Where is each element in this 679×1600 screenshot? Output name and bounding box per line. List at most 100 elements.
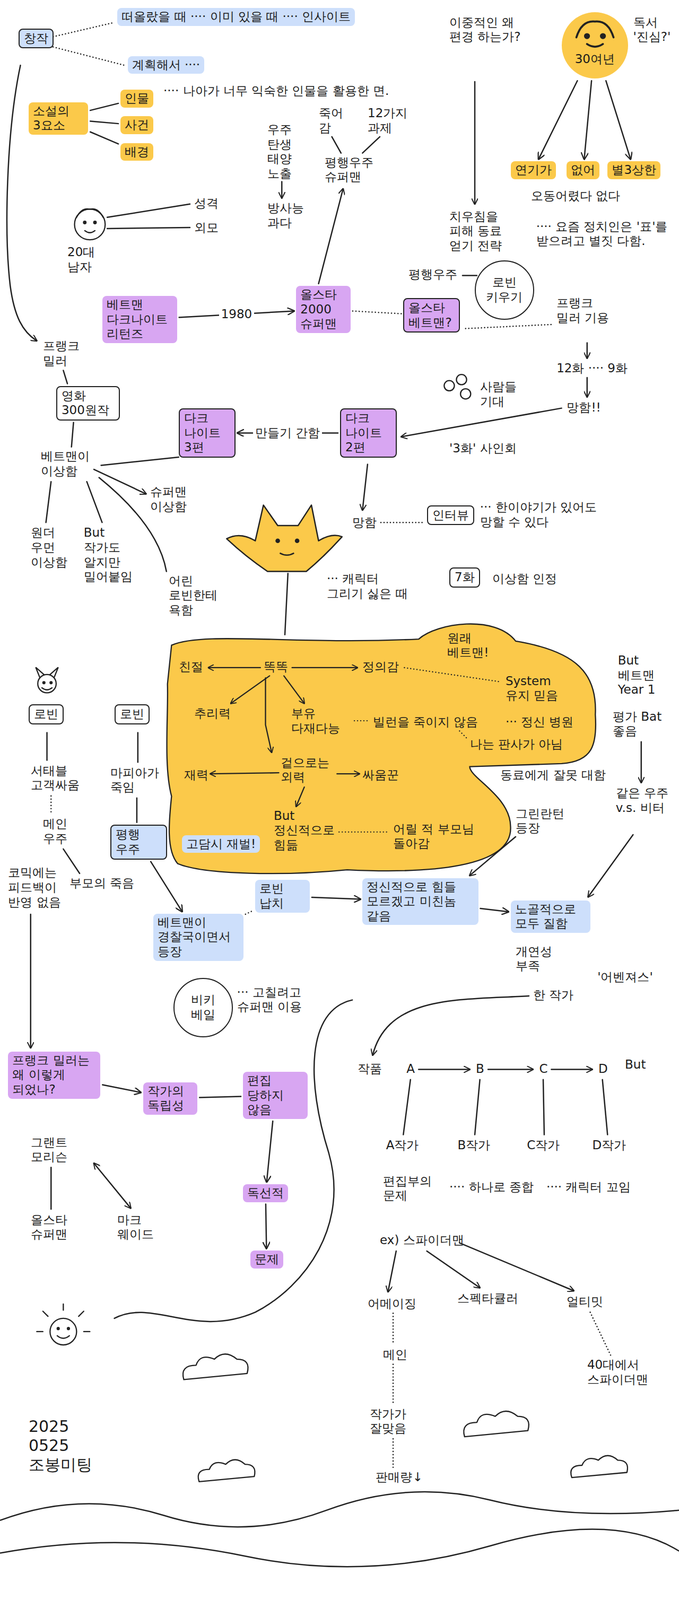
leader-line [459,1243,574,1292]
batman-icon [279,553,294,556]
node-label: 비키 베일 [181,993,225,1023]
note-label: 마피아가 죽임 [110,765,164,796]
leader-line [71,422,74,448]
text-slot: 12화 ···· 9화 [556,361,628,377]
highlight-box: 정신적으로 힘들 모르겠고 미친놈 같음 [362,878,478,926]
region-text: 원래 베트맨! [447,631,504,661]
text-slot: 개연성 부족 [515,944,557,974]
leader-line [474,1080,481,1136]
leader-line [588,834,634,898]
highlight-box: 떠올랐을 때 ···· 이미 있을 때 ···· 인사이트 [117,7,355,26]
face-sketch [93,221,97,224]
text-slot: 어메이징 [367,1296,417,1312]
face-sketch [561,12,629,79]
leader-line [46,481,52,523]
highlight-box: 독선적 [242,1184,289,1203]
note-label: C [538,1061,548,1077]
outlined-box: 창작 [18,28,54,49]
face-sketch [37,674,57,694]
note-label: ··· 고칠려고 슈퍼맨 이용 [237,985,319,1015]
note-label: ··· 캐릭터 그리기 싫은 때 [326,571,409,602]
note-label: 12가지 과제 [367,106,409,136]
sun-sketch [57,1327,60,1330]
note-label: A작가 [386,1138,420,1154]
mountain-sketch [0,1492,679,1568]
node-label: 노골적으로 모두 질함 [515,902,587,932]
note-label: 메인 [382,1347,408,1363]
connector [311,897,361,900]
face-node: 30여년 [561,12,629,79]
face-sketch [49,667,58,678]
region-text: 겉으로는 외력 [280,755,337,786]
cloud-sketch [198,1459,256,1482]
text-slot: 40대에서 스파이더맨 [587,1358,654,1388]
note-label: 외모 [194,220,219,236]
node-label: 영화 300원작 [61,388,115,419]
note-label: 망함 [352,515,377,531]
highlight-box: 올스타 2000 슈퍼맨 [296,285,351,334]
region-text: 어릴 적 부모님 돌아감 [393,822,485,852]
leader-line [107,204,190,218]
node-label: 없어 [570,162,596,178]
note-label: 우주 탄생 태양 노출 [267,122,297,181]
note-label: 얼티밋 [566,1294,604,1310]
leader-line [427,1251,481,1288]
connector [480,908,509,912]
note-label: 40대에서 스파이더맨 [587,1358,654,1388]
cloud-sketch [570,1456,628,1478]
blob-arrow [208,667,502,833]
highlight-box: 사건 [120,116,154,135]
note-label: D작가 [592,1138,627,1154]
connector [245,910,254,915]
node-label: 독선적 [247,1186,284,1201]
leader-line [63,849,80,874]
leader-line [474,81,476,205]
text-slot: ···· 캐릭터 꼬임 [546,1180,631,1196]
node-label: 사건 [124,117,150,133]
region-text: 추리력 [194,706,231,722]
outlined-box: 다크 나이트 3편 [178,408,236,458]
text-slot: C [538,1061,548,1077]
highlight-region: 친절똑똑정의감원래 베트맨!System 유지 믿음추리력부유 다재다능빌런을 … [163,612,598,877]
text-slot: 그린란턴 등장 [515,806,567,837]
highlight-box: 베트맨이 경찰국이면서 등장 [153,913,244,962]
note-label: 베트맨이 이상함 [40,449,98,479]
leader-line [380,521,423,524]
region-text: 똑똑 [263,659,289,675]
face-sketch [444,380,455,391]
note-label: 부모의 죽음 [69,876,135,892]
note-label: But [624,1057,646,1073]
note-label: 판매량↓ [375,1470,423,1486]
text-slot: 그랜트 모리슨 [30,1135,77,1165]
text-slot: ··· 캐릭터 그리기 싫은 때 [326,571,409,602]
leader-line [63,370,68,384]
outlined-box: 올스타 베트맨? [403,298,460,333]
text-slot: 어릴 적 부모님 돌아감 [393,822,485,852]
text-slot: But 작가도 알지만 밀어붙임 [83,525,137,585]
note-label: '3화' 사인회 [449,441,517,457]
highlight-box: 문제 [250,1250,284,1269]
circle-node: 비키 베일 [173,978,233,1038]
text-slot: 편집부의 문제 [382,1174,434,1204]
text-slot: 코믹에는 피드백이 반영 없음 [7,865,65,910]
note-label: 12화 ···· 9화 [556,361,628,377]
leader-line [50,796,52,814]
edge-label-patch: 만들기 간함 [253,425,322,441]
note-label: 그랜트 모리슨 [30,1135,77,1165]
outlined-box: 다크 나이트 2편 [340,408,397,458]
text-slot: 베트맨이 이상함 [40,449,98,479]
note-label: B작가 [457,1138,491,1154]
connector [90,132,119,145]
outlined-box: 로빈 [28,704,64,725]
batman-icon [295,539,299,543]
leader-line [93,469,146,494]
note-label: 성격 [194,196,219,212]
text-slot: 얼티밋 [566,1294,604,1310]
connector [605,80,631,160]
leader-line [462,274,477,277]
edge-label-patch: 1980 [219,307,255,322]
text-slot: 이중적인 왜 편경 하는가? [449,15,521,45]
note-label: 평가 Bat 좋음 [612,709,669,739]
note-label: 이상함 인정 [492,571,557,587]
node-label: 다크 나이트 2편 [345,411,392,456]
